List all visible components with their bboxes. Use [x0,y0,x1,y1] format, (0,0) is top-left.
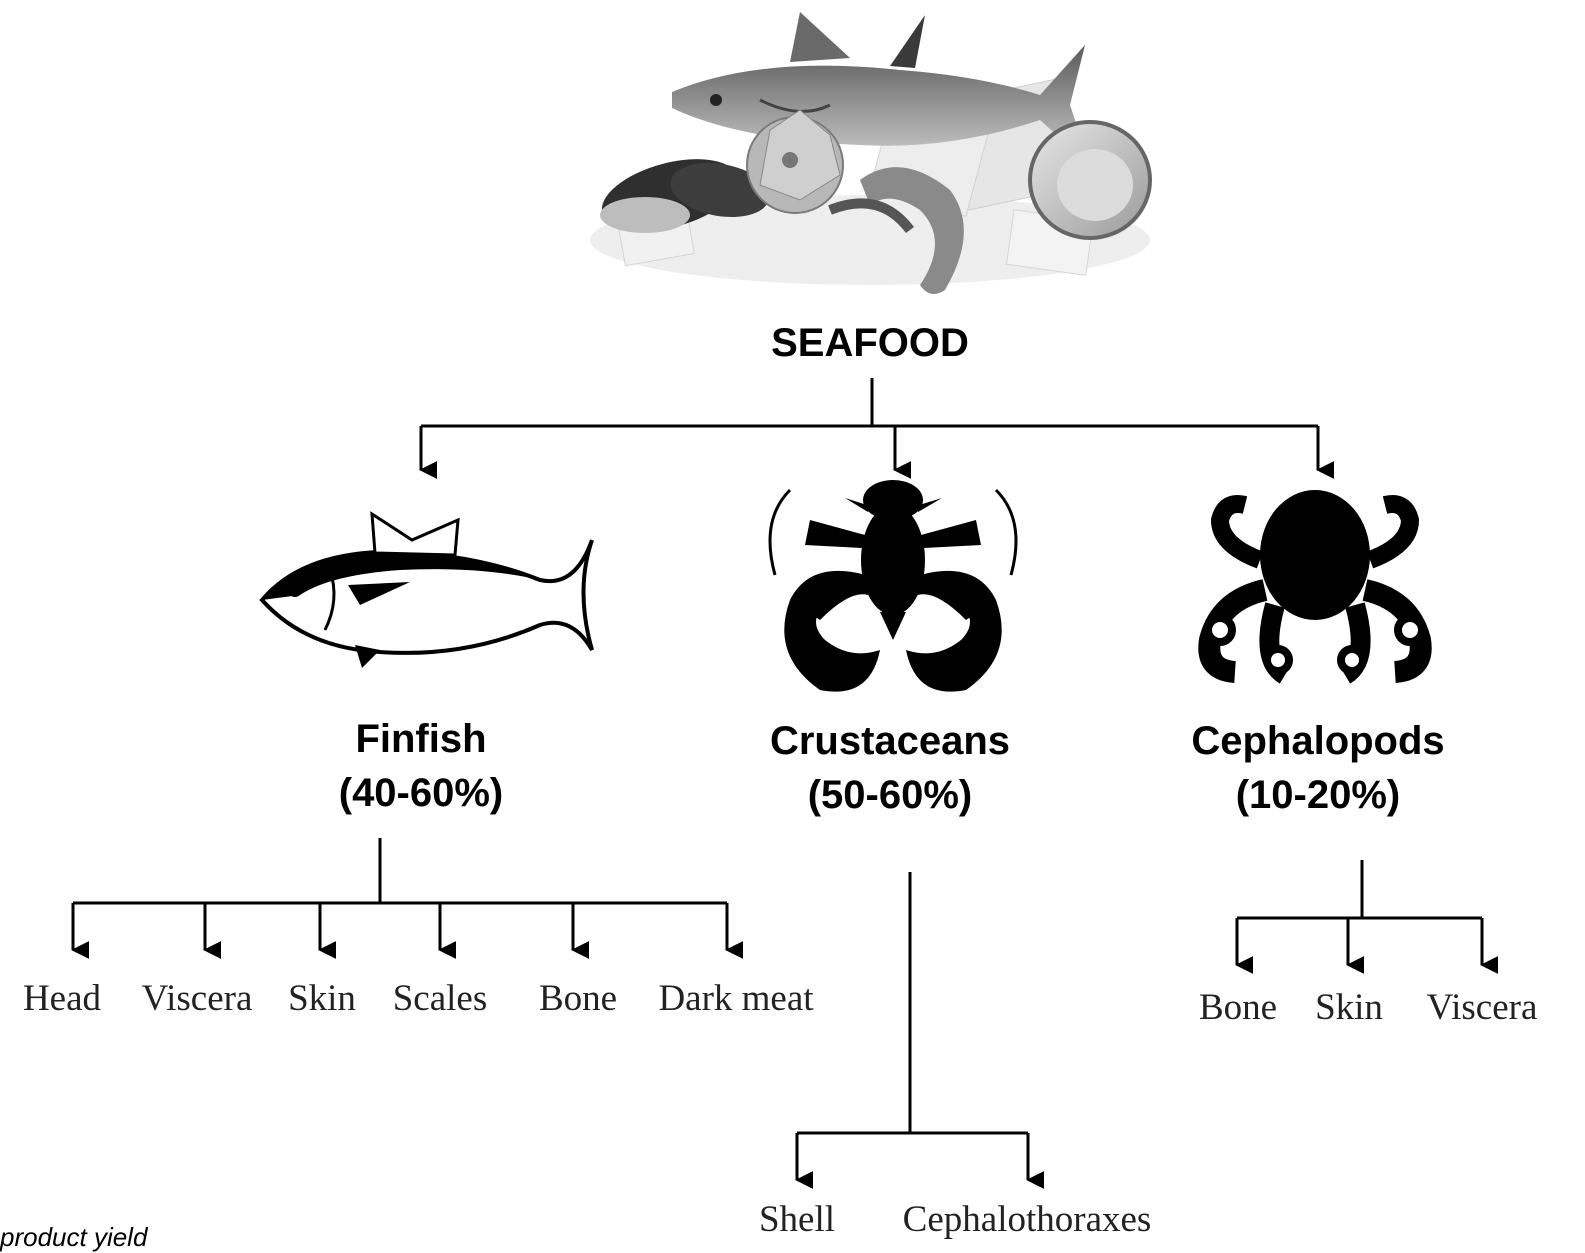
cephalopods-name: Cephalopods [1191,714,1444,768]
byproduct-skin: Skin [288,978,356,1020]
finfish-yield: (40-60%) [339,766,504,820]
octopus-icon [1208,490,1422,675]
finfish-connector [73,838,727,950]
finfish-name: Finfish [339,712,504,766]
seafood-collage-icon [590,12,1150,294]
byproduct-shell: Shell [759,1199,835,1241]
crustaceans-yield: (50-60%) [770,768,1010,822]
crustaceans-connector [797,872,1028,1180]
cephalopods-connector [1237,860,1482,965]
byproduct-viscera: Viscera [142,978,253,1020]
byproduct-dark-meat: Dark meat [658,978,813,1020]
lobster-icon [770,480,1016,692]
byproduct-head: Head [23,978,101,1020]
byproduct-scales: Scales [393,978,488,1020]
crustaceans-name: Crustaceans [770,714,1010,768]
cephalopods-yield: (10-20%) [1191,768,1444,822]
cephalopods-title: Cephalopods (10-20%) [1191,714,1444,822]
byproduct-cephalothoraxes: Cephalothoraxes [903,1199,1152,1241]
byproduct-bone: Bone [1199,987,1277,1029]
root-connector [421,378,1318,470]
crustaceans-title: Crustaceans (50-60%) [770,714,1010,822]
root-label: SEAFOOD [771,316,969,370]
fish-icon [262,514,592,668]
caption: product yield [0,1222,147,1253]
byproduct-bone: Bone [539,978,617,1020]
finfish-title: Finfish (40-60%) [339,712,504,820]
byproduct-viscera: Viscera [1427,987,1538,1029]
byproduct-skin: Skin [1315,987,1383,1029]
